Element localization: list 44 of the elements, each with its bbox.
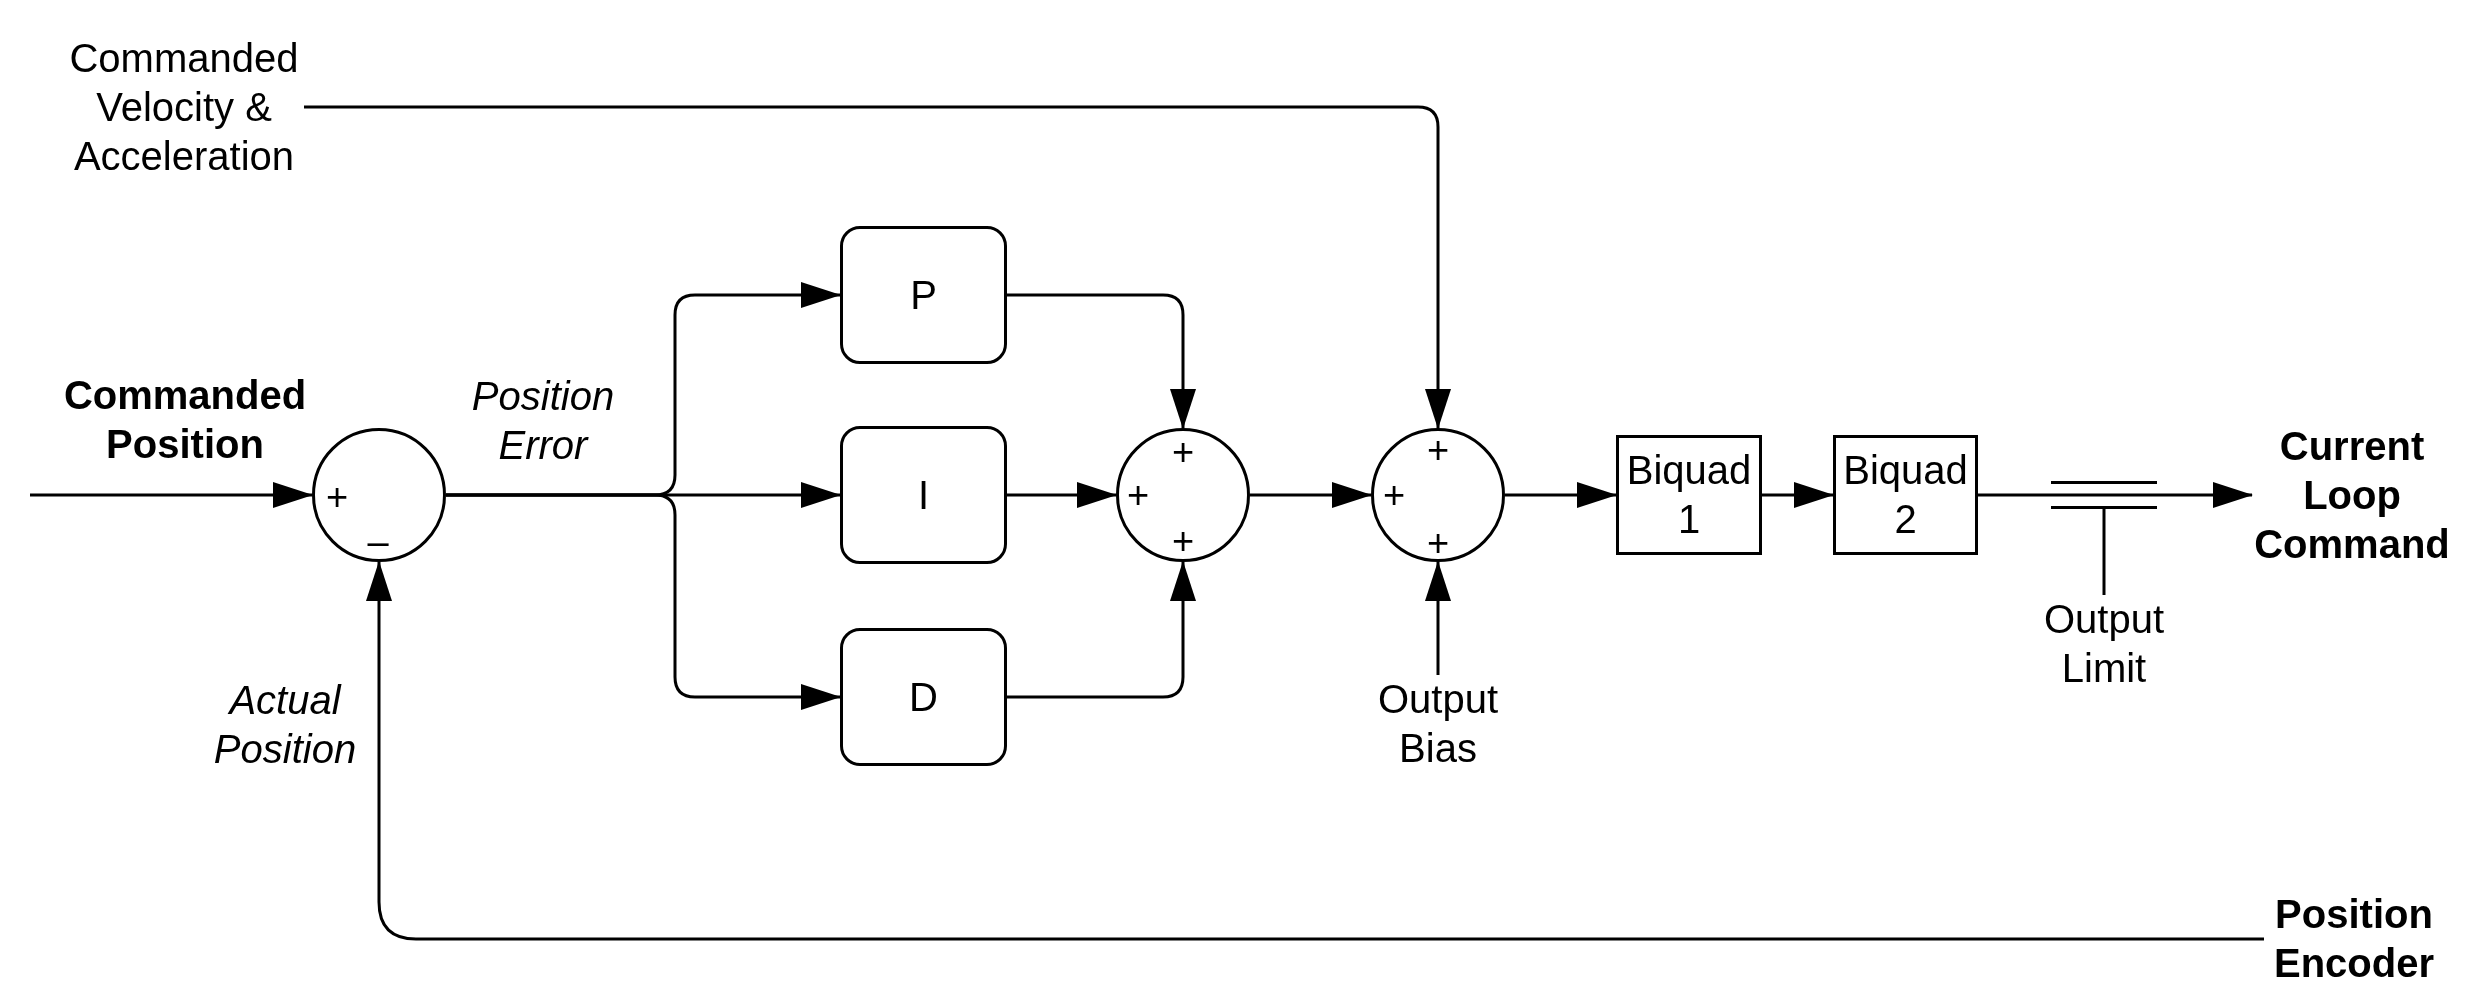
- minus-sign: –: [367, 523, 389, 561]
- summing-junction: [312, 428, 446, 562]
- edge-label: Commanded Position: [62, 372, 308, 468]
- controller-block: [840, 426, 1007, 564]
- filter-block: [1833, 435, 1978, 555]
- leader-line: [2102, 509, 2106, 595]
- plus-sign: +: [1426, 524, 1450, 562]
- plus-sign: +: [1171, 433, 1195, 471]
- plus-sign: +: [1171, 522, 1195, 560]
- arrow: [1007, 293, 1196, 429]
- plus-sign: +: [1126, 476, 1150, 514]
- annotation-label: Output Limit: [2042, 596, 2166, 692]
- arrow: [304, 105, 1451, 429]
- plus-sign: +: [1382, 476, 1406, 514]
- limiter-symbol: [2051, 481, 2157, 509]
- input-label: Output Bias: [1376, 676, 1500, 772]
- feedback-label: Position Encoder: [2272, 891, 2435, 987]
- block-label: D: [909, 673, 938, 721]
- edge-label: Position Error: [470, 373, 616, 469]
- plus-sign: +: [325, 478, 349, 516]
- arrow: [1007, 561, 1196, 699]
- block-label: P: [910, 271, 937, 319]
- block-label: Biquad 1: [1625, 447, 1753, 543]
- arrow: [30, 482, 313, 508]
- controller-block: [840, 628, 1007, 766]
- summing-junction: [1371, 428, 1505, 562]
- block-label: I: [917, 471, 930, 519]
- arrow: [1425, 561, 1451, 675]
- arrow: [1505, 482, 1617, 508]
- arrow: [1762, 482, 1834, 508]
- arrow: [1007, 482, 1117, 508]
- arrow: [446, 493, 841, 710]
- edge-label: Actual Position: [212, 677, 358, 773]
- signal-line: [1978, 493, 2051, 497]
- summing-junction: [1116, 428, 1250, 562]
- plus-sign: +: [1426, 431, 1450, 469]
- controller-block: [840, 226, 1007, 364]
- arrow: [1250, 482, 1372, 508]
- filter-block: [1616, 435, 1762, 555]
- block-label: Biquad 2: [1842, 447, 1969, 543]
- arrow: [366, 561, 2264, 941]
- input-label: Commanded Velocity & Acceleration: [68, 34, 300, 180]
- arrow: [2157, 482, 2253, 508]
- output-label: Current Loop Command: [2253, 422, 2451, 568]
